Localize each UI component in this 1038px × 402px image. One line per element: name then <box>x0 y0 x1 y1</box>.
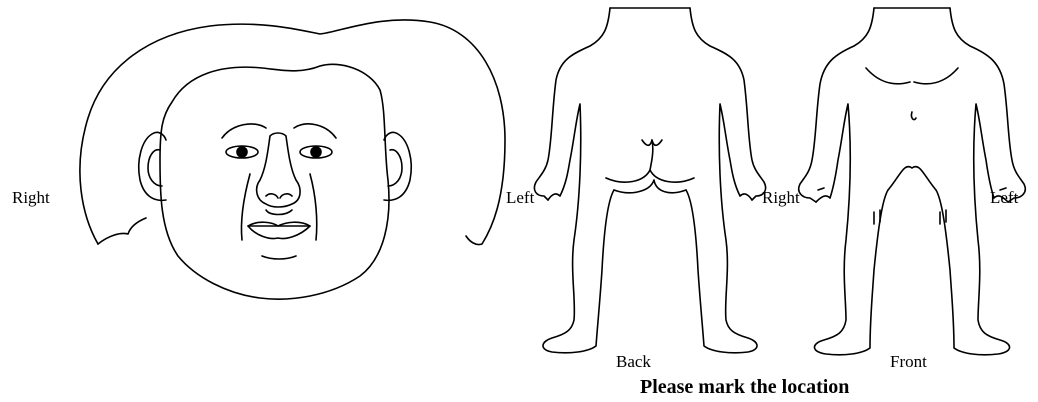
chest-right <box>914 68 958 84</box>
navel <box>911 112 916 120</box>
chest-left <box>866 68 910 84</box>
front-crotch <box>888 167 936 190</box>
front-caption: Front <box>890 352 927 372</box>
front-label-right: Right <box>762 188 800 208</box>
instruction-title: Please mark the location <box>640 376 849 399</box>
front-label-left: Left <box>990 188 1018 208</box>
